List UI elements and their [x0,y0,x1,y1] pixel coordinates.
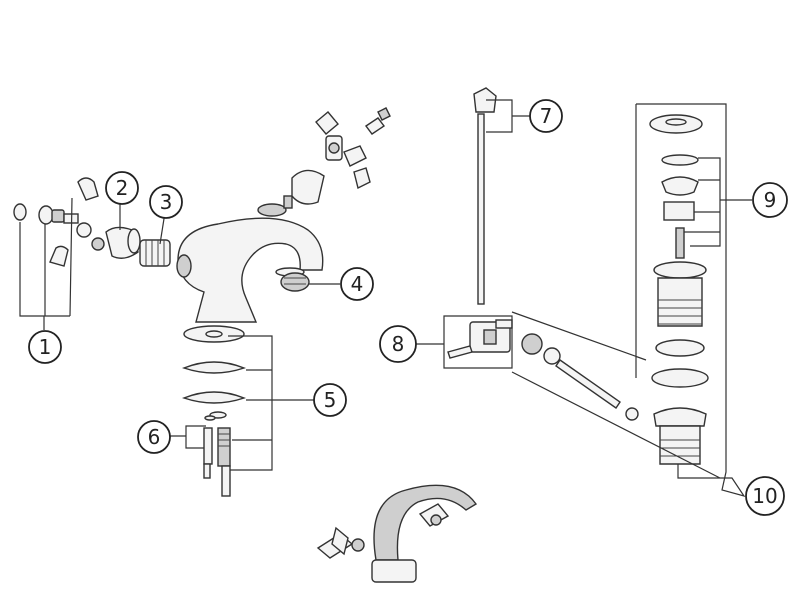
waste-cap [649,114,703,134]
assembled-tap-image [316,484,478,583]
valve-stem-parts [51,209,105,251]
callout-10: 10 [745,476,785,516]
waste-body-upper [653,261,707,327]
tail-pipes-part-6 [203,427,231,497]
callout-6: 6 [137,420,171,454]
callout-1-label: 1 [39,335,52,359]
callout-3-label: 3 [160,190,173,214]
leader-lines [19,99,752,498]
callout-6-label: 6 [148,425,161,449]
callout-2: 2 [105,171,139,205]
callout-3: 3 [149,185,183,219]
callout-7: 7 [529,99,563,133]
callout-9-label: 9 [764,188,777,212]
callout-1: 1 [28,330,62,364]
callout-8: 8 [379,325,417,363]
callout-7-label: 7 [540,104,553,128]
base-plates-part-5 [181,325,247,421]
callout-10-label: 10 [752,484,777,508]
callout-4: 4 [340,267,374,301]
waste-washer-middle [655,339,705,357]
callout-2-label: 2 [116,176,129,200]
callout-9: 9 [752,182,788,218]
clevis-part-8 [447,319,513,359]
waste-washers [661,154,699,196]
popup-plug-body [663,201,695,259]
tap-body [176,217,324,323]
popup-rod-part-7 [473,87,497,305]
callout-4-label: 4 [351,272,364,296]
callout-5: 5 [313,383,347,417]
shroud-part-2 [105,226,141,259]
waste-body-lower [651,368,709,465]
callout-5-label: 5 [324,388,337,412]
callout-8-label: 8 [392,332,405,356]
pivot-rod-assembly [521,333,639,421]
cross-handle-right [291,107,391,205]
aerator-part-4 [280,272,310,292]
headwork-part-3 [139,239,171,267]
top-mount-fitting [257,195,293,217]
